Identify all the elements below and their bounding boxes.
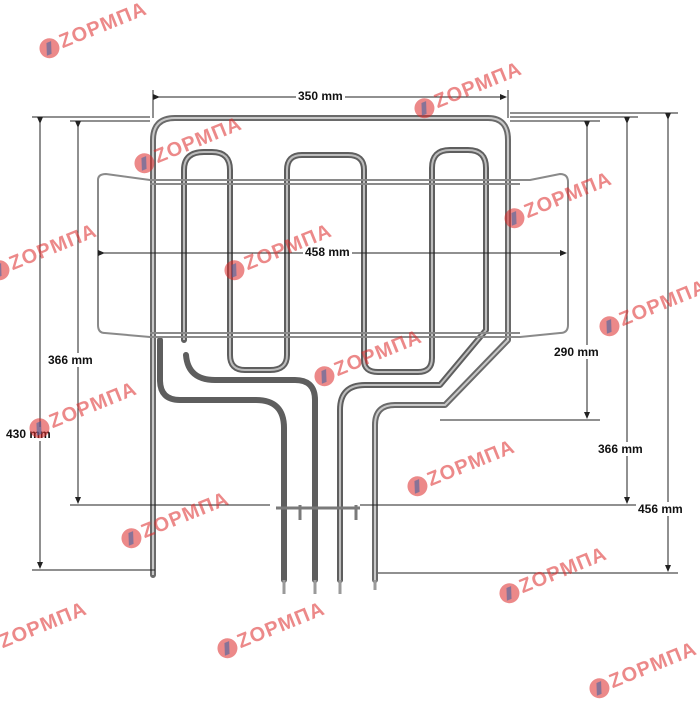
- dimension-lines: [32, 90, 678, 574]
- serpentine-tube-highlight: [183, 149, 487, 580]
- dim-top-width: 350 mm: [296, 89, 345, 103]
- dim-right-mid-height: 366 mm: [596, 442, 645, 456]
- dim-right-outer-height: 456 mm: [636, 502, 685, 516]
- wire-support-frame: [97, 173, 569, 338]
- terminal-pins: [282, 580, 377, 594]
- dim-left-inner-height: 366 mm: [46, 353, 95, 367]
- mounting-bracket: [276, 505, 360, 520]
- dim-grill-width: 458 mm: [303, 245, 352, 259]
- dim-right-inner-height: 290 mm: [552, 345, 601, 359]
- outer-heating-tube-highlight: [152, 117, 509, 580]
